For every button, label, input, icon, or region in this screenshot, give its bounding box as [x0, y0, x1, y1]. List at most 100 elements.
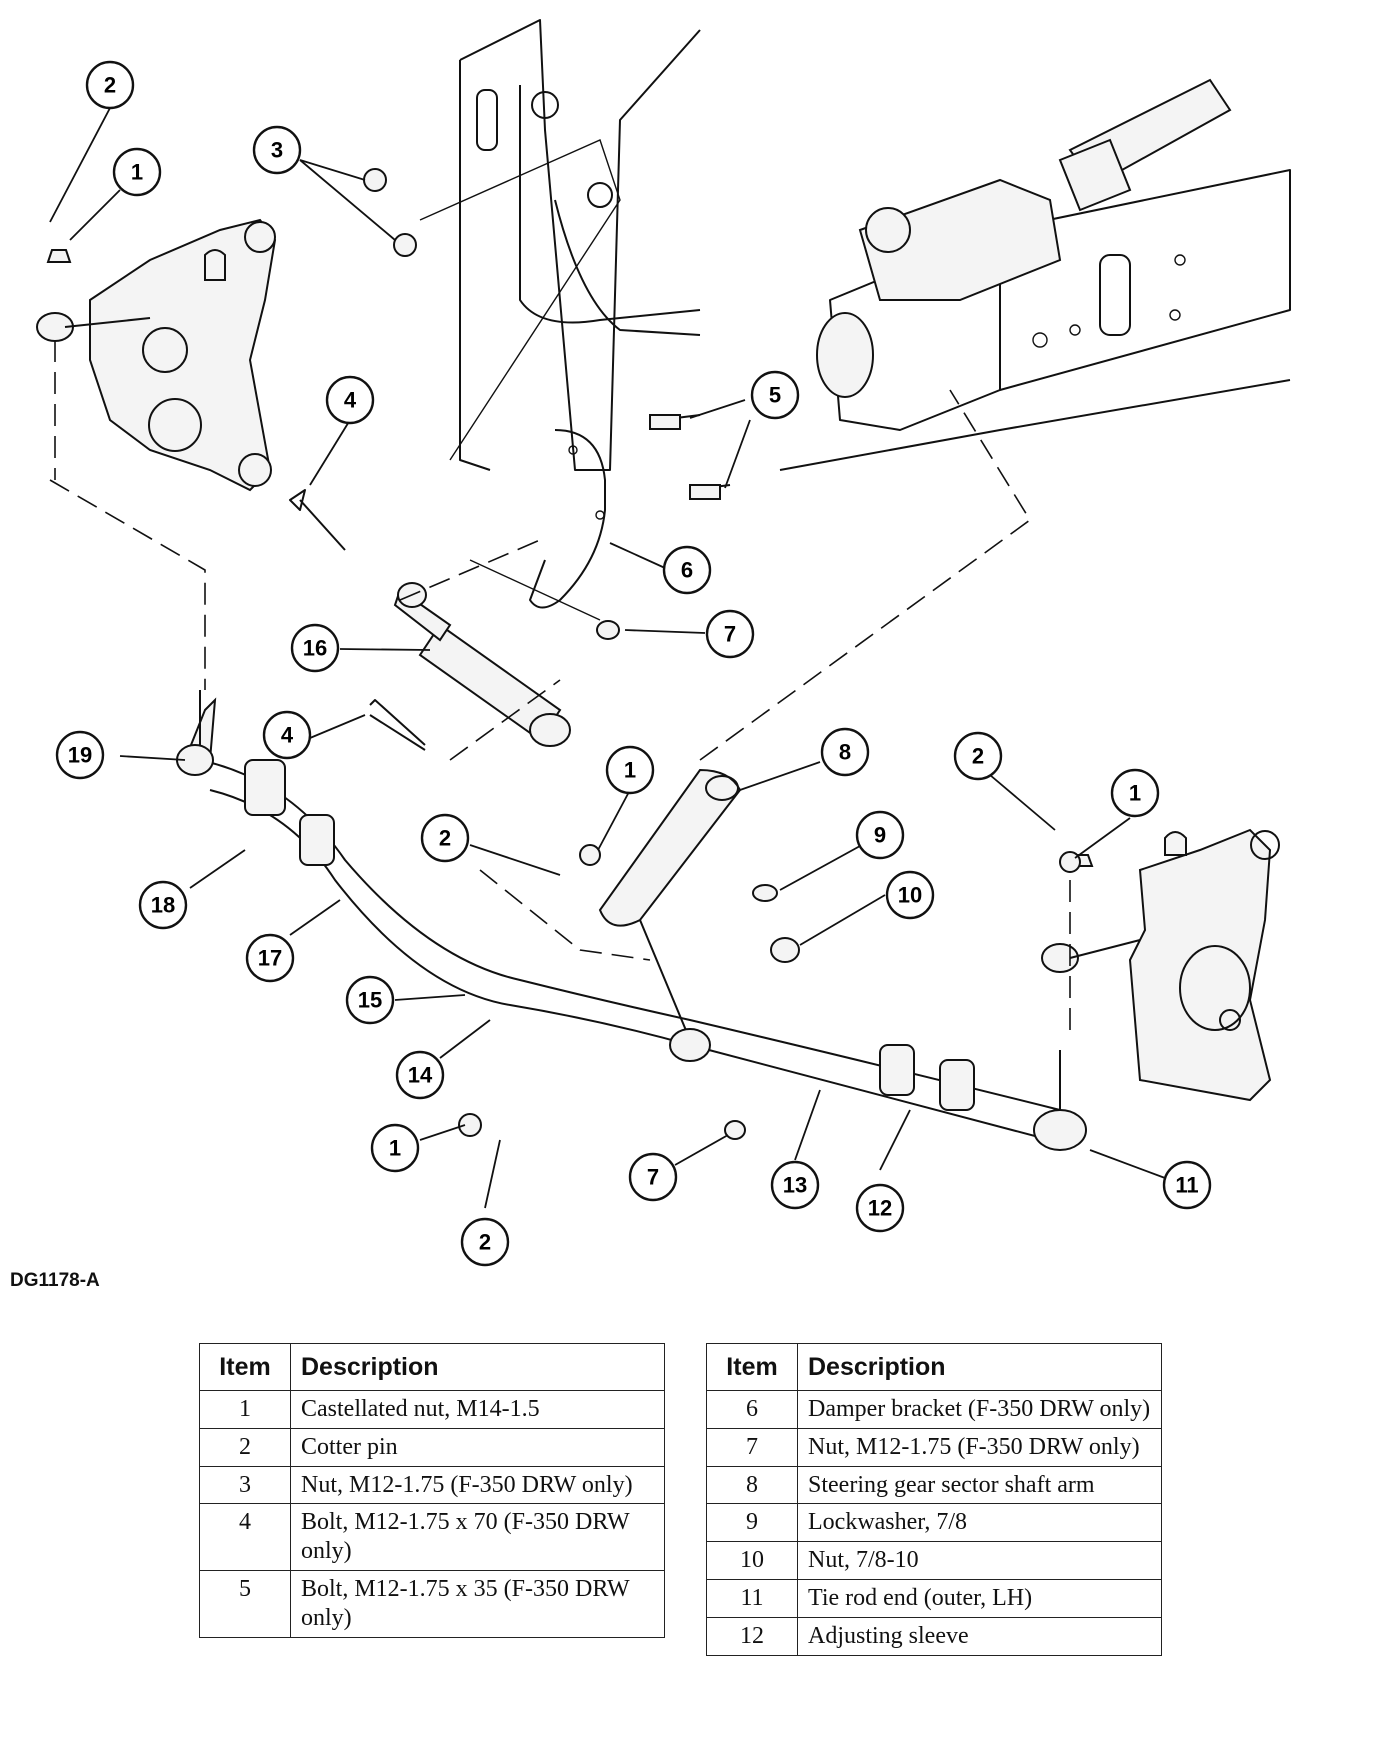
item-number: 8 — [706, 1465, 798, 1505]
callout-7b: 7 — [628, 1152, 678, 1202]
callout-1: 1 — [112, 147, 162, 197]
item-description: Adjusting sleeve — [797, 1616, 1162, 1656]
item-description: Castellated nut, M14-1.5 — [290, 1390, 665, 1429]
callout-1c: 1 — [1110, 768, 1160, 818]
item-number: 5 — [199, 1569, 291, 1638]
item-number: 10 — [706, 1541, 798, 1580]
svg-text:7: 7 — [724, 622, 736, 647]
callout-17: 17 — [245, 933, 295, 983]
table-header-row: Item Description — [199, 1343, 665, 1391]
callout-4: 4 — [325, 375, 375, 425]
hardware — [289, 168, 1081, 1140]
svg-text:4: 4 — [281, 723, 294, 748]
svg-text:6: 6 — [681, 558, 693, 583]
callout-3: 3 — [252, 125, 302, 175]
item-description: Lockwasher, 7/8 — [797, 1503, 1162, 1543]
callout-11: 11 — [1162, 1160, 1212, 1210]
callout-9: 9 — [855, 810, 905, 860]
svg-text:11: 11 — [1175, 1173, 1198, 1198]
item-number: 6 — [706, 1390, 798, 1429]
item-description: Bolt, M12-1.75 x 35 (F-350 DRW only) — [290, 1569, 665, 1638]
item-description: Nut, M12-1.75 (F-350 DRW only) — [290, 1465, 665, 1505]
svg-text:18: 18 — [151, 893, 175, 918]
column-header-description: Description — [290, 1343, 665, 1391]
item-description: Cotter pin — [290, 1427, 665, 1467]
callout-19: 19 — [55, 730, 105, 780]
callout-10: 10 — [885, 870, 935, 920]
svg-text:9: 9 — [874, 823, 886, 848]
callout-5: 5 — [750, 370, 800, 420]
item-description: Tie rod end (outer, LH) — [797, 1578, 1162, 1618]
right-steering-knuckle — [1041, 828, 1280, 1102]
svg-text:14: 14 — [408, 1063, 433, 1088]
steering-damper — [299, 499, 571, 751]
item-number: 7 — [706, 1427, 798, 1467]
tie-rod-assembly — [176, 690, 1087, 1151]
svg-text:2: 2 — [104, 73, 116, 98]
callout-14: 14 — [395, 1050, 445, 1100]
table-header-row: Item Description — [706, 1343, 1162, 1391]
svg-text:7: 7 — [647, 1165, 659, 1190]
item-description: Nut, 7/8-10 — [797, 1541, 1162, 1580]
item-description: Bolt, M12-1.75 x 70 (F-350 DRW only) — [290, 1503, 665, 1571]
svg-text:19: 19 — [68, 743, 92, 768]
svg-text:12: 12 — [868, 1196, 892, 1221]
callout-2c: 2 — [953, 731, 1003, 781]
callout-16: 16 — [290, 623, 340, 673]
damper-bracket — [529, 429, 606, 609]
svg-text:1: 1 — [1129, 781, 1141, 806]
svg-text:2: 2 — [972, 744, 984, 769]
svg-text:1: 1 — [389, 1136, 401, 1161]
figure-id: DG1178-A — [10, 1270, 100, 1291]
callout-12: 12 — [855, 1183, 905, 1233]
steering-gear — [779, 78, 1291, 471]
callout-18: 18 — [138, 880, 188, 930]
assembly-lines — [49, 139, 1071, 1040]
svg-text:2: 2 — [439, 826, 451, 851]
svg-text:2: 2 — [479, 1230, 491, 1255]
svg-text:1: 1 — [624, 758, 636, 783]
sector-shaft-arm — [598, 768, 742, 1062]
item-number: 2 — [199, 1427, 291, 1467]
leader-lines — [49, 107, 1166, 1209]
item-number: 1 — [199, 1390, 291, 1429]
item-number: 12 — [706, 1616, 798, 1656]
item-number: 11 — [706, 1578, 798, 1618]
svg-text:13: 13 — [783, 1173, 807, 1198]
svg-text:5: 5 — [769, 383, 781, 408]
item-description: Steering gear sector shaft arm — [797, 1465, 1162, 1505]
callout-2d: 2 — [460, 1217, 510, 1267]
item-description: Damper bracket (F-350 DRW only) — [797, 1390, 1162, 1429]
svg-text:16: 16 — [303, 636, 327, 661]
svg-text:8: 8 — [839, 740, 851, 765]
callout-1b: 1 — [605, 745, 655, 795]
svg-text:10: 10 — [898, 883, 922, 908]
left-steering-knuckle — [36, 218, 277, 492]
item-description: Nut, M12-1.75 (F-350 DRW only) — [797, 1427, 1162, 1467]
svg-text:17: 17 — [258, 946, 282, 971]
callout-15: 15 — [345, 975, 395, 1025]
callout-2b: 2 — [420, 813, 470, 863]
item-number: 3 — [199, 1465, 291, 1505]
callout-1d: 1 — [370, 1123, 420, 1173]
column-header-description: Description — [797, 1343, 1162, 1391]
frame-rail — [459, 19, 701, 471]
svg-text:3: 3 — [271, 138, 283, 163]
column-header-item: Item — [706, 1343, 798, 1391]
item-number: 9 — [706, 1503, 798, 1543]
svg-text:15: 15 — [358, 988, 382, 1013]
callout-2: 2 — [85, 60, 135, 110]
